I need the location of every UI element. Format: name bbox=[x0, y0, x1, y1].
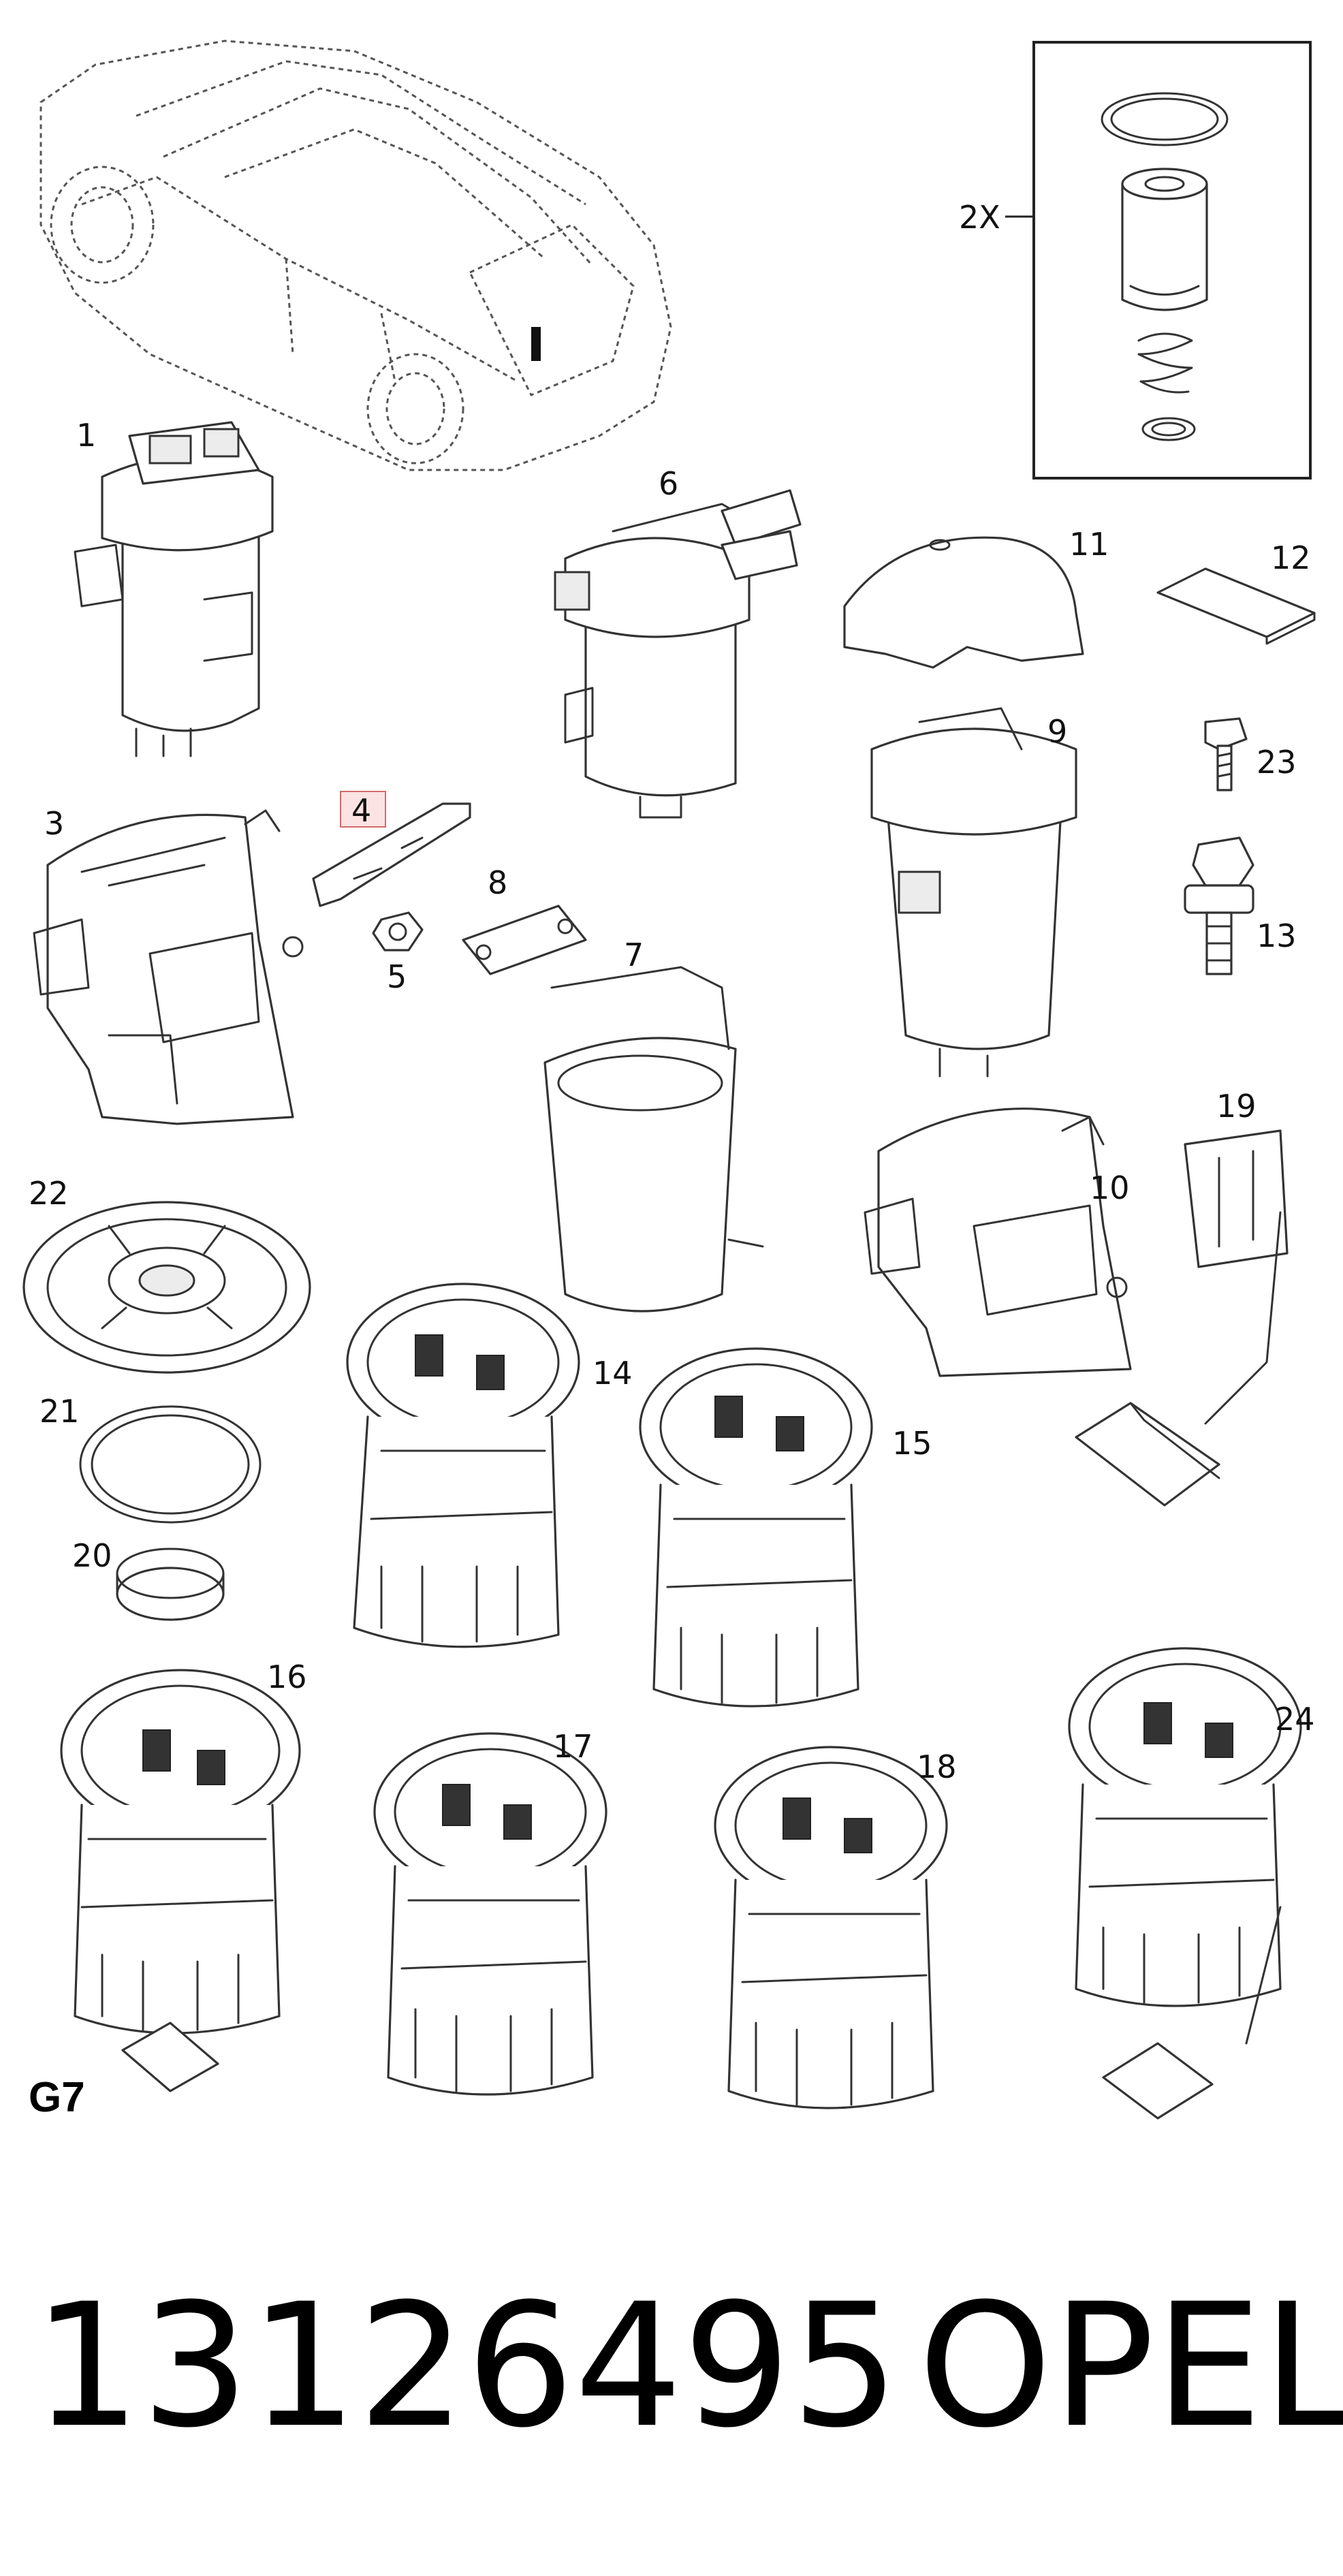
part-8-plate[interactable] bbox=[462, 905, 587, 975]
label-part-22: 22 bbox=[29, 1175, 69, 1212]
label-part-5: 5 bbox=[387, 958, 407, 995]
filter-kit-inset: 2X bbox=[959, 41, 1312, 480]
part-9-filter-module[interactable] bbox=[870, 707, 1077, 1078]
label-part-14: 14 bbox=[592, 1355, 633, 1392]
label-part-11: 11 bbox=[1069, 526, 1109, 563]
brand-name: OPEL bbox=[918, 2267, 1343, 2465]
inset-multiplier-label: 2X bbox=[959, 199, 1000, 236]
part-10-bracket[interactable] bbox=[864, 1108, 1132, 1377]
part-19-level-sender[interactable] bbox=[1075, 1129, 1289, 1507]
part-13-fitting[interactable] bbox=[1184, 836, 1254, 975]
part-24-pump-module[interactable] bbox=[1068, 1647, 1302, 2120]
part-16-pump-module[interactable] bbox=[60, 1669, 301, 2092]
label-part-6: 6 bbox=[659, 465, 678, 502]
label-part-19: 19 bbox=[1216, 1088, 1257, 1125]
part-17-pump-module[interactable] bbox=[373, 1732, 607, 2096]
part-14-pump-module[interactable] bbox=[346, 1283, 580, 1648]
part-20-ring[interactable] bbox=[116, 1548, 225, 1621]
label-part-16: 16 bbox=[267, 1659, 307, 1695]
label-part-24: 24 bbox=[1275, 1701, 1315, 1738]
label-part-23: 23 bbox=[1257, 744, 1297, 781]
part-6-filter[interactable] bbox=[554, 489, 802, 819]
part-1-fuel-filter[interactable] bbox=[74, 421, 274, 757]
label-part-18: 18 bbox=[917, 1748, 957, 1785]
part-number: 13126495 bbox=[33, 2267, 899, 2465]
part-18-pump-module[interactable] bbox=[714, 1746, 948, 2109]
vehicle-illustration bbox=[40, 40, 672, 471]
highlight-box-part-4 bbox=[340, 791, 386, 828]
label-part-13: 13 bbox=[1257, 917, 1297, 954]
label-part-21: 21 bbox=[40, 1393, 80, 1430]
label-part-20: 20 bbox=[72, 1537, 112, 1574]
label-part-17: 17 bbox=[553, 1728, 593, 1765]
label-part-9: 9 bbox=[1047, 713, 1067, 750]
label-part-1: 1 bbox=[76, 417, 96, 454]
part-11-cover[interactable] bbox=[843, 536, 1084, 669]
label-part-15: 15 bbox=[892, 1425, 932, 1462]
section-code: G7 bbox=[29, 2074, 85, 2121]
part-23-bolt[interactable] bbox=[1204, 717, 1248, 791]
part-15-pump-module[interactable] bbox=[639, 1347, 873, 1708]
label-part-12: 12 bbox=[1271, 539, 1311, 576]
part-12-pad[interactable] bbox=[1156, 567, 1316, 645]
label-part-8: 8 bbox=[488, 864, 507, 901]
label-part-7: 7 bbox=[624, 937, 644, 973]
part-5-nut[interactable] bbox=[372, 911, 424, 952]
fuel-filler-marker bbox=[531, 327, 541, 361]
part-4-strap[interactable] bbox=[312, 802, 471, 907]
label-part-10: 10 bbox=[1090, 1169, 1130, 1206]
part-21-seal[interactable] bbox=[79, 1405, 262, 1524]
part-7-holder[interactable] bbox=[543, 966, 764, 1313]
part-3-bracket[interactable] bbox=[33, 809, 304, 1125]
part-22-lock-ring[interactable] bbox=[22, 1201, 311, 1374]
label-part-4: 4 bbox=[351, 792, 371, 829]
label-part-3: 3 bbox=[44, 805, 64, 842]
